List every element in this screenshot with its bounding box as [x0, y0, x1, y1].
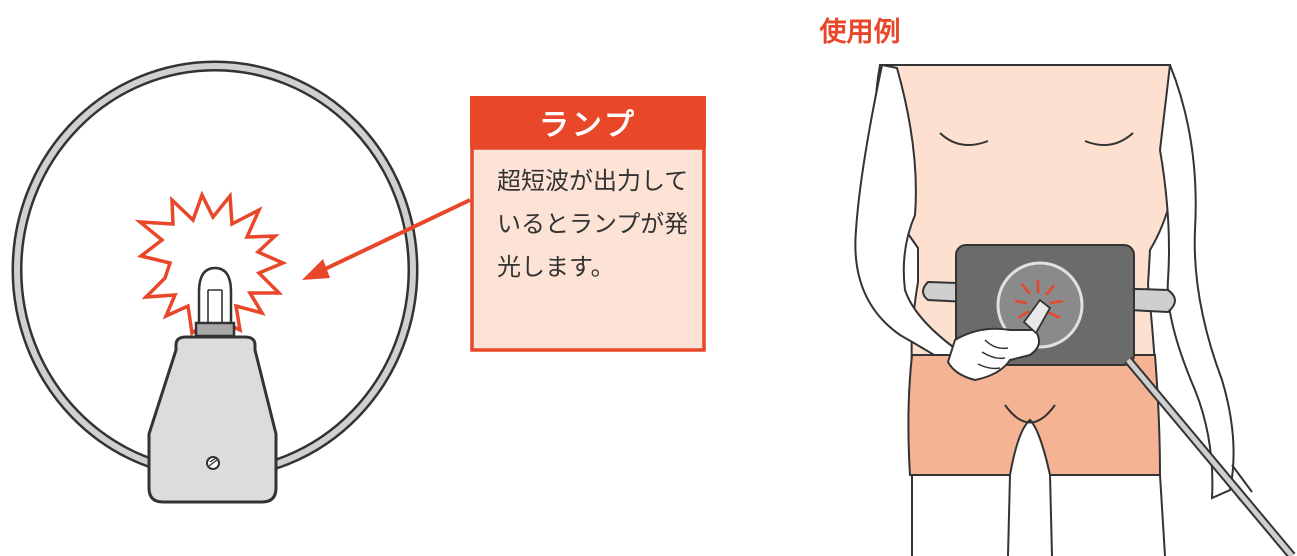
- pad-lamp-glow-icon: [1014, 280, 1064, 320]
- loop-applicator: [11, 60, 419, 504]
- usage-example-title: 使用例: [819, 17, 901, 48]
- callout-header-box: [470, 96, 706, 148]
- usage-figure: [854, 63, 1296, 556]
- shorts: [907, 354, 1162, 476]
- lamp-callout-title: ランプ: [538, 108, 638, 143]
- hand: [946, 327, 1040, 382]
- callout-arrow: [302, 198, 471, 280]
- lamp-callout: [470, 96, 706, 352]
- lamp-callout-text: 超短波が出力しているとランプが発光します。: [497, 167, 689, 281]
- right-arm: [1158, 64, 1235, 500]
- lamp-burst-icon: [134, 190, 288, 336]
- lamp-housing: [147, 335, 278, 504]
- lamp-bulb-icon: [194, 266, 236, 338]
